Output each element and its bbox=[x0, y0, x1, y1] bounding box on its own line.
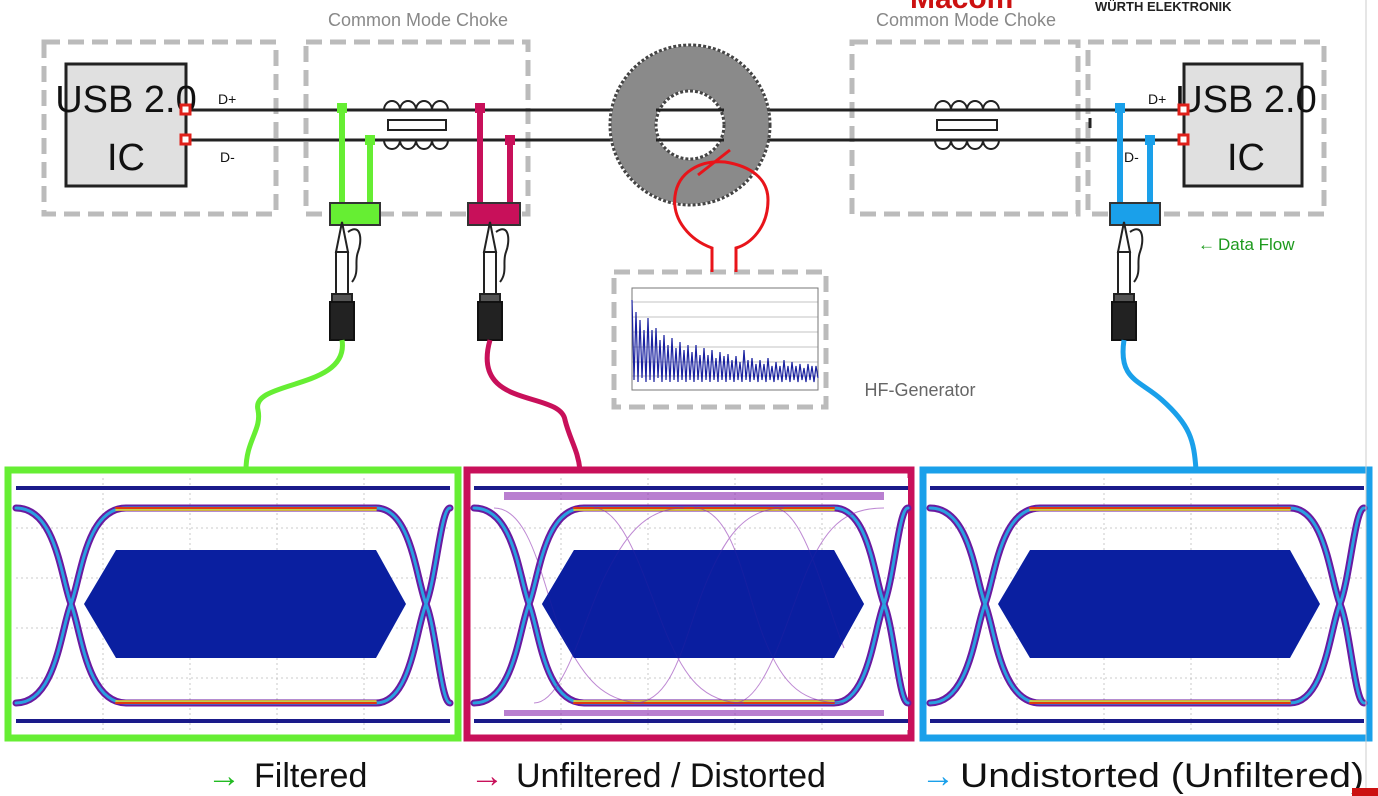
right-ic-subtitle: IC bbox=[1227, 137, 1265, 179]
probe-icon bbox=[1111, 221, 1144, 341]
ic-pins bbox=[179, 103, 1190, 146]
brand-partial-text: Macom bbox=[910, 0, 1013, 15]
data-flow-arrow-icon: ← bbox=[1198, 235, 1215, 254]
choke-right-label: Common Mode Choke bbox=[876, 10, 1056, 30]
caption-unfiltered-label: Unfiltered / Distorted bbox=[516, 757, 826, 795]
right-pin-dminus bbox=[1177, 133, 1190, 146]
left-ic-block bbox=[64, 62, 188, 188]
left-ic-title: USB 2.0 bbox=[55, 79, 197, 121]
left-ic-box bbox=[41, 39, 279, 217]
left-pin-dminus bbox=[179, 133, 192, 146]
right-ic-box bbox=[1085, 39, 1327, 217]
data-flow-indicator: ← Data Flow bbox=[1198, 235, 1295, 254]
probe-icon bbox=[477, 221, 510, 341]
left-pin-dplus bbox=[179, 103, 192, 116]
left-ic-subtitle: IC bbox=[107, 137, 145, 179]
right-pin-dplus bbox=[1177, 103, 1190, 116]
caption-undistorted: → Undistorted (Unfiltered) bbox=[921, 757, 1364, 795]
caption-undistorted-label: Undistorted (Unfiltered) bbox=[960, 757, 1364, 795]
eye-diagram-filtered bbox=[4, 466, 462, 742]
wurth-logo: Macom WÜRTH ELEKTRONIK bbox=[910, 0, 1232, 15]
caption-filtered: → Filtered bbox=[207, 757, 367, 795]
hf-coupling-loop bbox=[673, 148, 770, 272]
eye-diagram-unfiltered bbox=[463, 466, 915, 742]
right-choke-box bbox=[849, 39, 1081, 217]
caption-arrow-icon: → bbox=[921, 757, 955, 795]
dashed-boxes bbox=[41, 39, 1327, 410]
data-flow-label: Data Flow bbox=[1218, 235, 1295, 254]
spectrum-chart-icon bbox=[631, 287, 819, 391]
green-probe bbox=[243, 103, 381, 471]
logo-text: WÜRTH ELEKTRONIK bbox=[1095, 0, 1232, 14]
choke-left-label: Common Mode Choke bbox=[328, 10, 508, 30]
probe-icon bbox=[329, 221, 362, 341]
hf-generator-label: HF-Generator bbox=[864, 380, 975, 400]
caption-arrow-icon: → bbox=[207, 757, 241, 795]
right-ic-title: USB 2.0 bbox=[1175, 79, 1317, 121]
right-choke-icon bbox=[934, 100, 1000, 150]
right-dplus-label: D+ bbox=[1148, 91, 1166, 107]
left-dminus-label: D- bbox=[220, 149, 235, 165]
hf-generator-box bbox=[611, 269, 829, 410]
corner-mark bbox=[1352, 788, 1378, 796]
ferrite-toroid-icon bbox=[608, 43, 772, 207]
left-choke-box bbox=[303, 39, 531, 217]
right-ic-block bbox=[1182, 62, 1304, 188]
left-dplus-label: D+ bbox=[218, 91, 236, 107]
blue-probe bbox=[1109, 103, 1199, 471]
magenta-probe bbox=[467, 103, 583, 471]
right-dminus-label: D- bbox=[1124, 149, 1139, 165]
caption-unfiltered: → Unfiltered / Distorted bbox=[470, 757, 826, 795]
caption-arrow-icon: → bbox=[470, 757, 504, 795]
eye-diagram-undistorted bbox=[919, 466, 1373, 742]
left-choke-icon bbox=[383, 100, 449, 150]
caption-filtered-label: Filtered bbox=[254, 757, 367, 795]
